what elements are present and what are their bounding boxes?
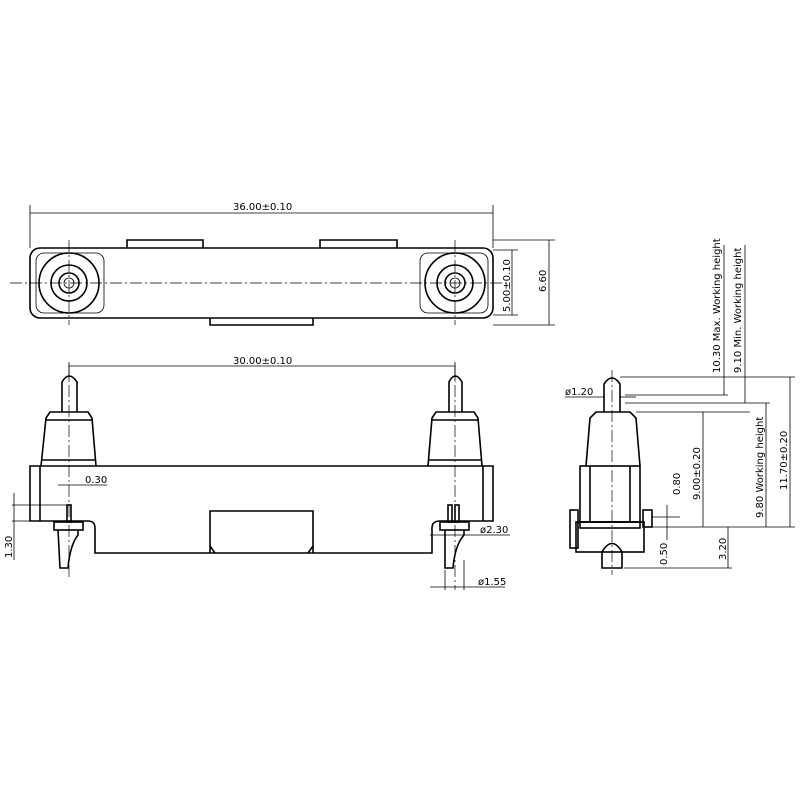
dim-slot-width: 0.30	[85, 475, 107, 486]
dim-tail: 3.20	[718, 538, 729, 560]
dim-pin-dia-small: ø1.55	[478, 577, 506, 588]
side-view: ø1.20 10.30 Max. Working height 9.10 Min…	[565, 238, 795, 575]
top-view: 36.00±0.10 5.00±0.10 6.60	[10, 202, 555, 326]
dim-base: 0.50	[659, 543, 670, 565]
dim-overall-width: 6.60	[538, 270, 549, 292]
front-view: 30.00±0.10 0.30 1.30 ø2.30 ø1.55	[4, 356, 510, 590]
dim-min-working-height: 9.10 Min. Working height	[733, 248, 744, 373]
dim-working-height: 9.80 Working height	[755, 417, 766, 518]
dim-pin-dia-large: ø2.30	[480, 525, 508, 536]
dim-tail-height: 1.30	[4, 536, 15, 558]
dim-step: 0.80	[672, 473, 683, 495]
dim-total-height: 11.70±0.20	[779, 431, 790, 490]
dim-inner-width: 5.00±0.10	[502, 259, 513, 312]
dim-max-working-height: 10.30 Max. Working height	[712, 238, 723, 373]
dim-body-height: 9.00±0.20	[692, 447, 703, 500]
dim-overall-length: 36.00±0.10	[233, 202, 292, 213]
dim-plunger-dia: ø1.20	[565, 387, 593, 398]
dim-pitch: 30.00±0.10	[233, 356, 292, 367]
